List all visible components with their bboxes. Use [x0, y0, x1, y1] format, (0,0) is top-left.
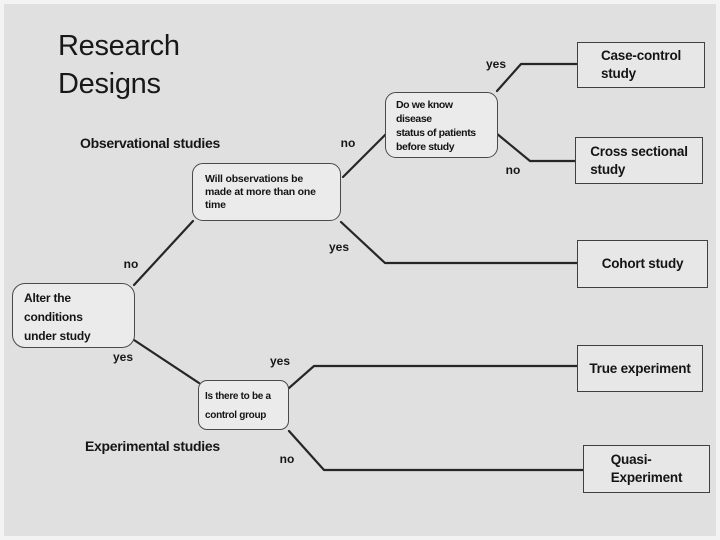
edge-label-alter-yes: yes: [112, 350, 134, 364]
page-title: Research Designs: [58, 30, 180, 100]
section-label-experimental: Experimental studies: [85, 438, 220, 454]
edge-alter-yes-line: [132, 338, 201, 385]
outcome-label-cohort: Cohort study: [601, 256, 684, 271]
edge-disease-yes-line: [495, 62, 579, 93]
decision-node-alter-conditions: Alter the conditions under study: [12, 283, 135, 348]
edge-control-no-line: [287, 429, 585, 472]
edge-label-observations-yes: yes: [328, 240, 350, 254]
outcome-box-case-control-study: Case-control study: [577, 42, 705, 88]
decision-node-disease-status: Do we know disease status of patients be…: [385, 92, 498, 158]
edge-label-disease-yes: yes: [485, 57, 507, 71]
edge-label-alter-no: no: [123, 257, 139, 271]
edge-label-disease-no: no: [505, 163, 521, 177]
outcome-label-case-control: Case-control study: [600, 48, 682, 81]
section-label-observational: Observational studies: [80, 135, 220, 151]
outcome-box-cross-sectional-study: Cross sectional study: [575, 137, 703, 184]
outcome-box-quasi-experiment: Quasi- Experiment: [583, 445, 710, 493]
outcome-label-true-experiment: True experiment: [589, 360, 691, 376]
decision-node-observations-time: Will observations be made at more than o…: [192, 163, 341, 221]
outcome-box-cohort-study: Cohort study: [577, 240, 708, 288]
edge-disease-no-line: [494, 131, 577, 163]
outcome-label-cross-sectional: Cross sectional study: [590, 143, 688, 177]
outcome-box-true-experiment: True experiment: [577, 345, 703, 392]
edge-observations-yes-line: [339, 220, 579, 265]
edge-alter-no-line: [132, 219, 195, 287]
edge-label-control-yes: yes: [269, 354, 291, 368]
decision-node-control-group: Is there to be a control group: [198, 380, 289, 430]
edge-observations-no-line: [341, 132, 388, 179]
outcome-label-quasi-experiment: Quasi- Experiment: [610, 452, 683, 485]
edge-control-yes-line: [287, 364, 579, 390]
edge-label-observations-no: no: [340, 136, 356, 150]
edge-label-control-no: no: [279, 452, 295, 466]
